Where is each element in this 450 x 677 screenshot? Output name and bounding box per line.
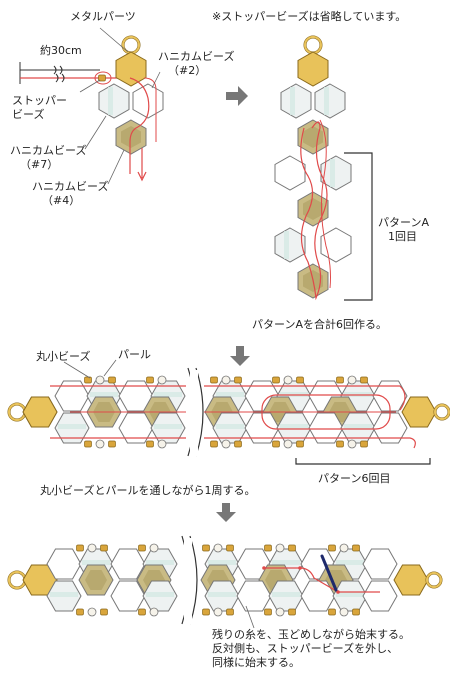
step-arrow-down-icon-2 xyxy=(216,503,236,522)
label-honeycomb-4-line1: ハニカムビーズ xyxy=(32,180,109,193)
label-pattern-6th: パターン6回目 xyxy=(318,472,391,485)
label-length: 約30cm xyxy=(40,44,82,57)
label-honeycomb-7-line1: ハニカムビーズ xyxy=(10,144,87,157)
label-stopper-bead-line1: ストッパー xyxy=(12,94,67,107)
caption-finish-line1: 残りの糸を、玉どめしながら始末する。 xyxy=(212,628,410,641)
label-honeycomb-4-line2: （#4） xyxy=(42,194,81,207)
label-honeycomb-4: ハニカムビーズ （#4） xyxy=(32,180,108,208)
note-stopper-omitted: ※ストッパービーズは省略しています。 xyxy=(212,10,407,23)
label-honeycomb-7: ハニカムビーズ （#7） xyxy=(10,144,86,172)
label-metal-parts: メタルパーツ xyxy=(70,10,136,23)
label-pattern-a: パターンA 1回目 xyxy=(378,216,429,244)
label-honeycomb-2: ハニカムビーズ （#2） xyxy=(158,50,234,78)
step4-illustration xyxy=(7,535,443,629)
caption-pattern-a-total: パターンAを合計6回作る。 xyxy=(252,318,387,331)
label-stopper-bead: ストッパー ビーズ xyxy=(12,94,67,122)
label-round-small-beads: 丸小ビーズ xyxy=(36,350,91,363)
label-pearl: パール xyxy=(118,348,151,361)
caption-finish: 残りの糸を、玉どめしながら始末する。 反対側も、ストッパービーズを外し、 同様に… xyxy=(212,628,410,670)
caption-finish-line2: 反対側も、ストッパービーズを外し、 xyxy=(212,642,399,655)
step3-illustration xyxy=(7,359,450,465)
step1-illustration xyxy=(19,27,164,185)
step-arrow-down-icon xyxy=(230,346,250,366)
label-honeycomb-2-line1: ハニカムビーズ xyxy=(158,50,235,63)
caption-finish-line3: 同様に始末する。 xyxy=(212,656,300,669)
caption-pass-through: 丸小ビーズとパールを通しながら1周する。 xyxy=(40,484,256,497)
label-stopper-bead-line2: ビーズ xyxy=(12,108,45,121)
label-pattern-a-line1: パターンA xyxy=(378,216,429,229)
label-honeycomb-2-line2: （#2） xyxy=(168,64,207,77)
needle-icon xyxy=(320,554,338,592)
step2-illustration xyxy=(274,35,373,301)
step-arrow-right-icon xyxy=(226,86,248,106)
label-pattern-a-line2: 1回目 xyxy=(388,230,417,243)
label-honeycomb-7-line2: （#7） xyxy=(20,158,59,171)
